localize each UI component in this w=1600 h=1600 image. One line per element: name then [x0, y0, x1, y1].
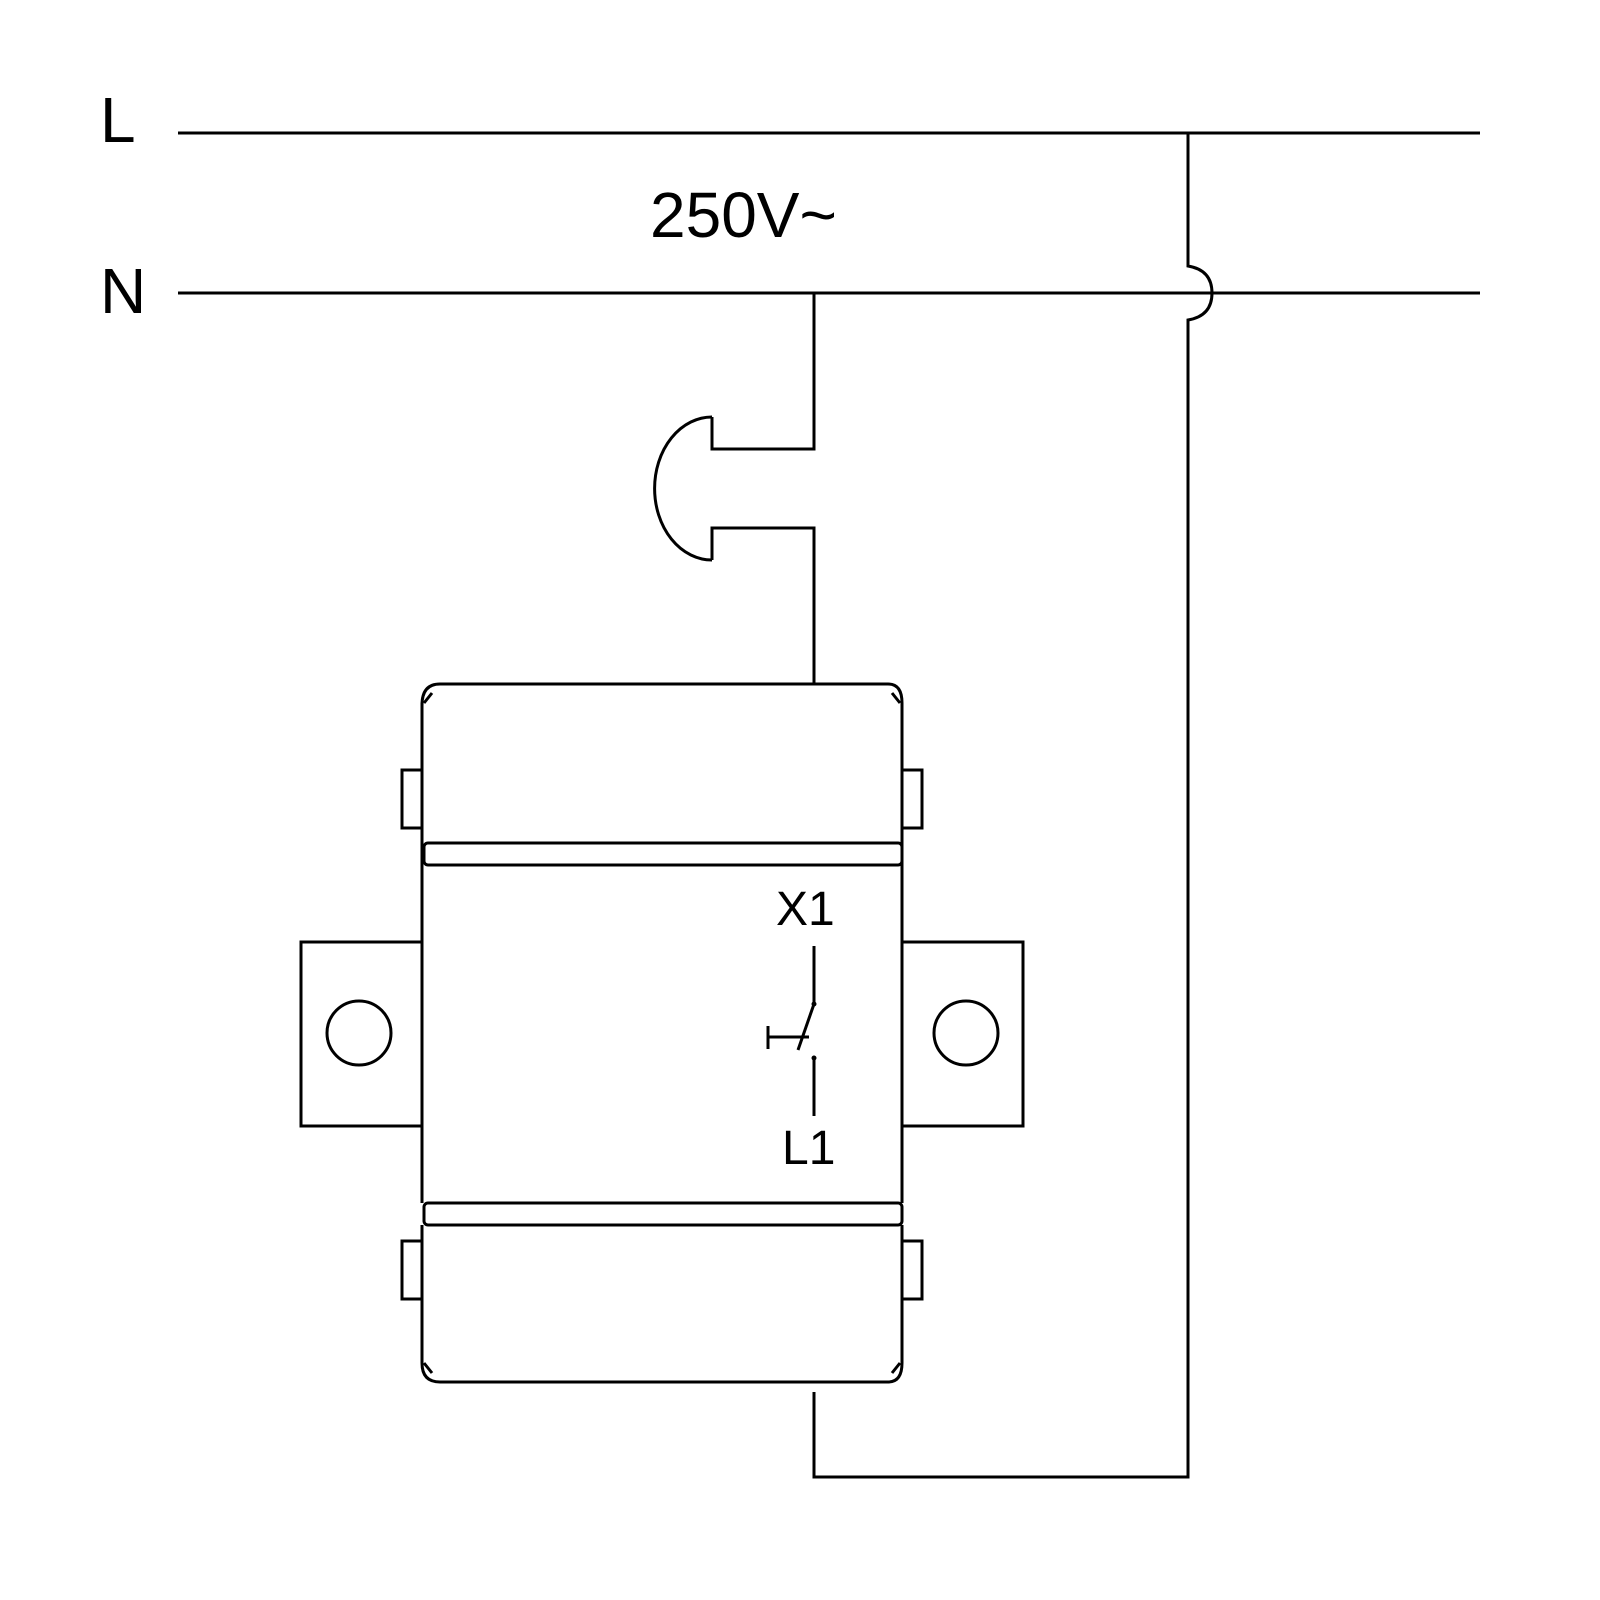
- top-right-clip: [900, 768, 924, 830]
- neutral-label: N: [100, 255, 146, 327]
- neutral-drop-wire-lower: [710, 526, 816, 683]
- terminal-x1-label: X1: [776, 883, 835, 936]
- bottom-left-clip: [400, 1239, 424, 1301]
- lamp-symbol: [653, 415, 713, 562]
- device-top-cap: [420, 682, 904, 706]
- bottom-right-clip: [900, 1239, 924, 1301]
- device-top-band: [422, 841, 904, 867]
- device-bottom-band: [422, 1201, 904, 1227]
- device-body: [299, 682, 1025, 1384]
- voltage-label: 250V~: [650, 179, 837, 251]
- left-mounting-ear: [299, 940, 424, 1128]
- right-mounting-ear: [900, 940, 1025, 1128]
- left-mounting-hole: [325, 999, 393, 1067]
- top-left-clip: [400, 768, 424, 830]
- device-bottom-cap: [420, 1362, 904, 1384]
- neutral-drop-wire-upper: [710, 293, 816, 451]
- line-label: L: [100, 84, 136, 156]
- right-mounting-hole: [932, 999, 1000, 1067]
- terminal-l1-label: L1: [782, 1122, 835, 1175]
- line-drop-wire: [812, 133, 1214, 1479]
- push-button-switch: [766, 946, 817, 1116]
